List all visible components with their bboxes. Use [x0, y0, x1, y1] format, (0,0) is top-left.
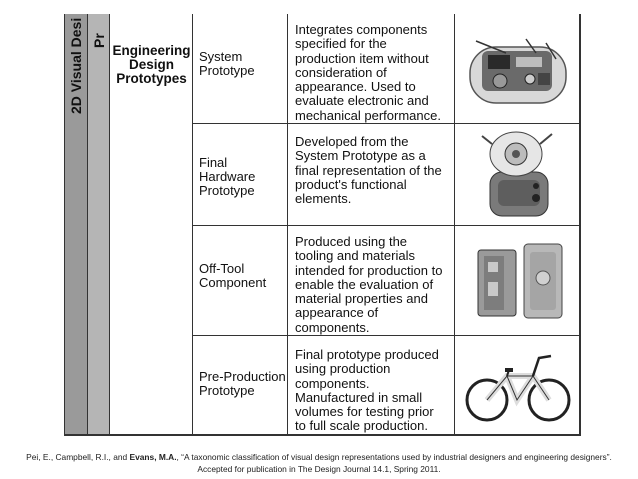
engineering-design-prototypes-label: Engineering Design Prototypes: [112, 43, 191, 86]
caption-publication: Accepted for publication in The Design J…: [197, 464, 441, 474]
row-description: Developed from the System Prototype as a…: [288, 124, 455, 225]
caption-authors: Pei, E., Campbell, R.I., and: [26, 452, 130, 462]
molded-parts-photo: [455, 226, 581, 335]
caption-authors-bold: Evans, M.A.: [129, 452, 177, 462]
electronic-assembly-photo: [455, 14, 581, 123]
row-description: Integrates components specified for the …: [288, 14, 455, 123]
caption-citation: , “A taxonomic classification of visual …: [176, 452, 612, 462]
row-description: Final prototype produced using productio…: [288, 336, 455, 436]
column-pr: Pr: [88, 14, 110, 436]
hardware-device-photo: [455, 124, 581, 225]
table-row: System Prototype Integrates components s…: [193, 14, 581, 124]
row-description: Produced using the tooling and materials…: [288, 226, 455, 335]
table-row: Final Hardware Prototype Developed from …: [193, 124, 581, 226]
bicycle-photo: [455, 336, 581, 436]
table-row: Pre-Production Prototype Final prototype…: [193, 336, 581, 436]
row-name: System Prototype: [193, 14, 288, 123]
row-name: Final Hardware Prototype: [193, 124, 288, 225]
table-row: Off-Tool Component Produced using the to…: [193, 226, 581, 336]
row-name: Pre-Production Prototype: [193, 336, 288, 436]
column-engineering-design: Engineering Design Prototypes: [110, 14, 193, 436]
citation-caption: Pei, E., Campbell, R.I., and Evans, M.A.…: [0, 451, 638, 475]
column-2d-visual-design: 2D Visual Desi: [64, 14, 88, 436]
row-name: Off-Tool Component: [193, 226, 288, 335]
